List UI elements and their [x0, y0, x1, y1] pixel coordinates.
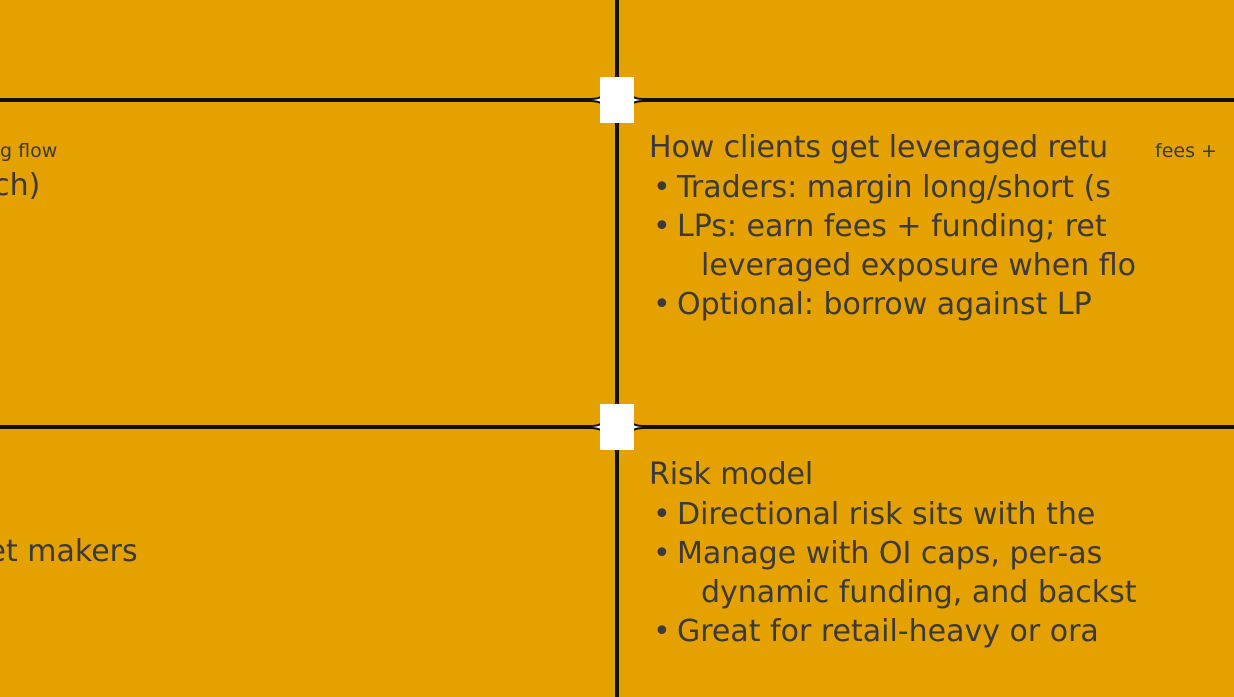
- list-item: Manage with OI caps, per-as: [649, 535, 1234, 574]
- list-item: Great for retail-heavy or ora: [649, 613, 1234, 652]
- card-lp[interactable]: flat ews ed flow & market makers: [0, 427, 617, 697]
- card-risk-model[interactable]: Risk model Directional risk sits with th…: [617, 427, 1234, 697]
- card-risk-model-bullets: Directional risk sits with the Manage wi…: [649, 496, 1234, 651]
- list-item: flat: [0, 455, 585, 494]
- card-leveraged-returns-bullets: Traders: margin long/short (s LPs: earn …: [649, 169, 1234, 324]
- list-item: LPs: earn fees + funding; ret: [649, 208, 1234, 247]
- card-leveraged-returns-title: How clients get leveraged retu: [649, 130, 1109, 165]
- list-item: Directional risk sits with the: [649, 496, 1234, 535]
- card-leveraged-returns[interactable]: How clients get leveraged retu Traders: …: [617, 100, 1234, 427]
- card-revenue[interactable]: Optional performance fee on: [617, 0, 1234, 100]
- edge-label-flow: g flow: [0, 140, 58, 162]
- card-mechanics-bullets: Traders) max 5× at launch) funding educe…: [0, 128, 585, 283]
- card-lp-bullets: flat ews ed flow & market makers: [0, 455, 585, 572]
- list-item: max 5× at launch): [0, 167, 585, 206]
- card-mechanics[interactable]: Traders) max 5× at launch) funding educe…: [0, 100, 617, 427]
- list-item: educe tail risk: [0, 245, 585, 284]
- card-fees[interactable]: [0, 0, 617, 100]
- list-item: Traders: margin long/short (s: [649, 169, 1234, 208]
- list-item: funding: [0, 206, 585, 245]
- edge-label-fees: fees +: [1155, 140, 1217, 162]
- list-item: ews: [0, 494, 585, 533]
- list-item: Optional: borrow against LP: [649, 286, 1234, 325]
- list-item-continuation: dynamic funding, and backst: [701, 574, 1137, 610]
- list-item: Traders): [0, 128, 585, 167]
- list-item-continuation: leveraged exposure when flo: [701, 247, 1136, 283]
- card-risk-model-title: Risk model: [649, 457, 814, 492]
- list-item: ed flow & market makers: [0, 533, 585, 572]
